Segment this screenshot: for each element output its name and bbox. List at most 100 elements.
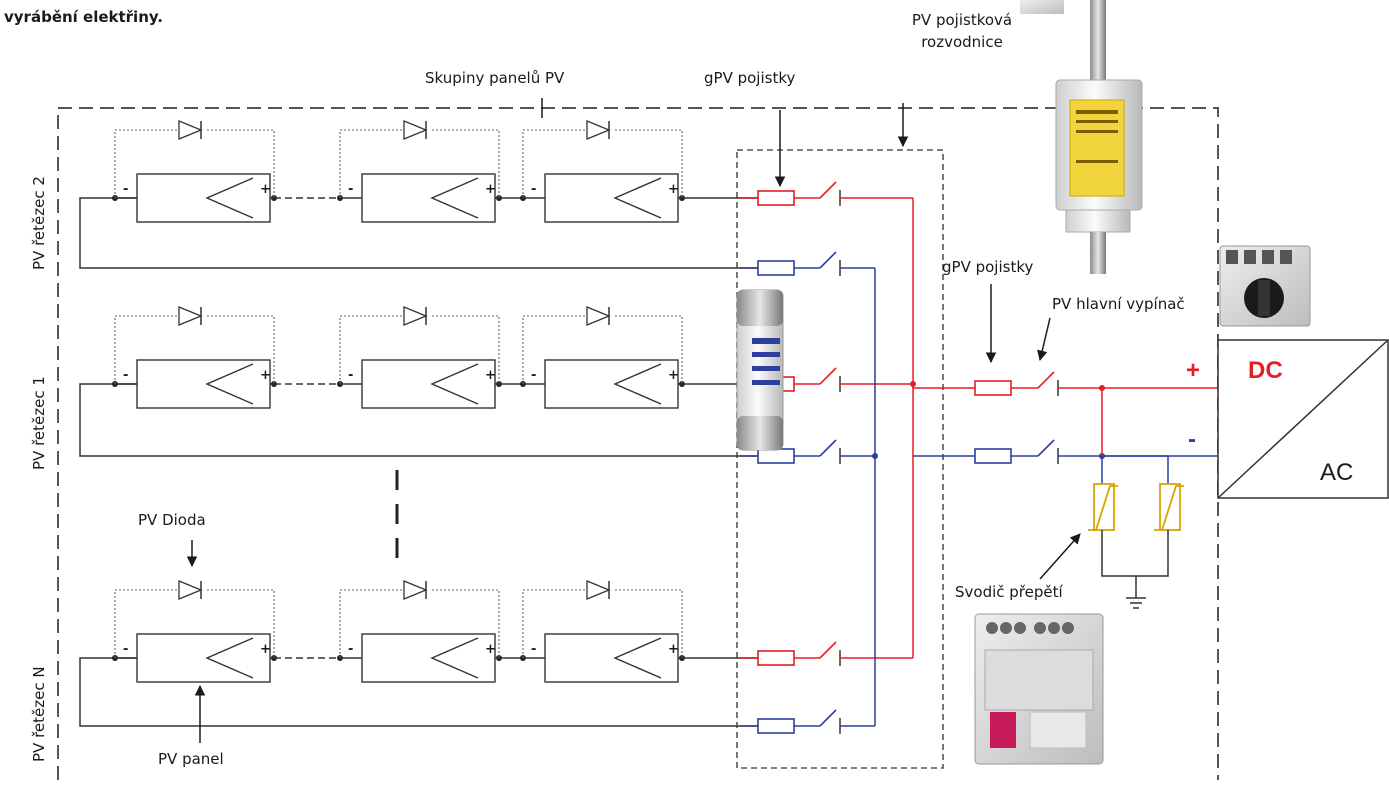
diode-symbol xyxy=(178,306,203,326)
label-gpv-fuses-main: gPV pojistky xyxy=(942,258,1033,276)
switch-blade xyxy=(819,181,837,199)
switch-blade xyxy=(819,641,837,659)
bus-node-minus xyxy=(872,453,878,459)
bypass-wire xyxy=(522,589,683,658)
minus-sign: - xyxy=(531,642,536,657)
bypass-wire xyxy=(114,129,275,198)
main-line-plus xyxy=(913,371,1218,396)
minus-sign: - xyxy=(123,368,128,383)
plus-sign: + xyxy=(668,368,679,383)
bypass-wire xyxy=(339,315,500,384)
main-switch-blade xyxy=(1037,371,1055,389)
pv-strings: -+-+-+-+-+-+-+-+-+ xyxy=(79,120,795,727)
gpv-fuse xyxy=(757,448,795,464)
switch-blade xyxy=(819,709,837,727)
label-surge-arrester: Svodič přepětí xyxy=(955,583,1063,601)
main-switch-blade xyxy=(1037,439,1055,457)
switch-blade xyxy=(819,251,837,269)
inverter-diagonal xyxy=(1217,339,1389,499)
bypass-wire xyxy=(522,129,683,198)
label-main-switch: PV hlavní vypínač xyxy=(1052,295,1185,313)
plus-sign: + xyxy=(260,368,271,383)
bypass-wire xyxy=(339,589,500,658)
diode-symbol xyxy=(403,580,428,600)
surge-arresters xyxy=(1088,388,1184,609)
fuse-box-boundary xyxy=(736,149,944,769)
pv-panel xyxy=(361,359,496,409)
gpv-fuse xyxy=(757,650,795,666)
gpv-fuse xyxy=(757,260,795,276)
string-row: -+-+-+ xyxy=(79,306,795,457)
pv-panel-symbol xyxy=(613,363,662,405)
main-switch-photo xyxy=(1219,245,1311,327)
string-label-1: PV řetězec 1 xyxy=(30,376,48,470)
dc-minus-sign: - xyxy=(1188,426,1196,453)
diode-symbol xyxy=(586,120,611,140)
string-label-2: PV řetězec 2 xyxy=(30,176,48,270)
string-return-wire xyxy=(79,383,795,457)
pv-panel xyxy=(544,359,679,409)
fuse-switch-minus-2 xyxy=(740,251,875,276)
string-row: -+-+-+ xyxy=(79,580,795,727)
diode-symbol xyxy=(403,120,428,140)
fuse-switch-minus-n xyxy=(740,709,875,734)
string-label-n: PV řetězec N xyxy=(30,666,48,762)
dc-label: DC xyxy=(1248,357,1283,384)
pv-panel-symbol xyxy=(205,363,254,405)
diode-symbol xyxy=(178,120,203,140)
plus-sign: + xyxy=(668,642,679,657)
main-gpv-fuse xyxy=(974,380,1012,396)
pv-panel-symbol xyxy=(430,637,479,679)
arrow-main-switch xyxy=(1037,317,1051,362)
pv-panel xyxy=(361,633,496,683)
plus-sign: + xyxy=(485,182,496,197)
bypass-wire xyxy=(114,589,275,658)
plus-sign: + xyxy=(485,642,496,657)
diode-symbol xyxy=(178,580,203,600)
label-diode: PV Dioda xyxy=(138,511,206,529)
pv-panel xyxy=(544,173,679,223)
minus-sign: - xyxy=(123,642,128,657)
label-gpv-fuses-top: gPV pojistky xyxy=(704,69,795,87)
bypass-wire xyxy=(522,315,683,384)
arrow-surge-arrester xyxy=(1039,533,1081,580)
pv-panel xyxy=(361,173,496,223)
minus-sign: - xyxy=(348,368,353,383)
pv-panel xyxy=(136,359,271,409)
label-panel: PV panel xyxy=(158,750,224,768)
dc-plus-sign: + xyxy=(1186,357,1200,384)
cylindrical-fuse-photo xyxy=(736,289,784,451)
fuse-switch-minus-1 xyxy=(740,439,875,464)
pv-panel xyxy=(544,633,679,683)
plus-sign: + xyxy=(668,182,679,197)
string-return-wire xyxy=(79,657,795,727)
bypass-wire xyxy=(339,129,500,198)
pv-panel-symbol xyxy=(430,363,479,405)
fuse-switch-plus-n xyxy=(740,641,913,666)
combiner-wiring xyxy=(740,181,1218,734)
main-line-minus xyxy=(913,439,1218,464)
diode-symbol xyxy=(586,580,611,600)
minus-sign: - xyxy=(348,182,353,197)
label-string-groups: Skupiny panelů PV xyxy=(425,69,565,87)
pv-panel-symbol xyxy=(205,637,254,679)
pv-panel xyxy=(136,633,271,683)
pv-panel-symbol xyxy=(430,177,479,219)
pv-panel-symbol xyxy=(205,177,254,219)
bypass-wire xyxy=(114,315,275,384)
fuse-switch-plus-2 xyxy=(740,181,913,206)
diode-symbol xyxy=(586,306,611,326)
gpv-fuse xyxy=(757,190,795,206)
pv-panel-symbol xyxy=(613,637,662,679)
nh-fuse-photo xyxy=(1020,0,1143,274)
pv-panel-symbol xyxy=(613,177,662,219)
diode-symbol xyxy=(403,306,428,326)
ac-label: AC xyxy=(1320,459,1353,486)
string-row: -+-+-+ xyxy=(79,120,795,269)
plus-sign: + xyxy=(260,642,271,657)
minus-sign: - xyxy=(531,368,536,383)
minus-sign: - xyxy=(123,182,128,197)
